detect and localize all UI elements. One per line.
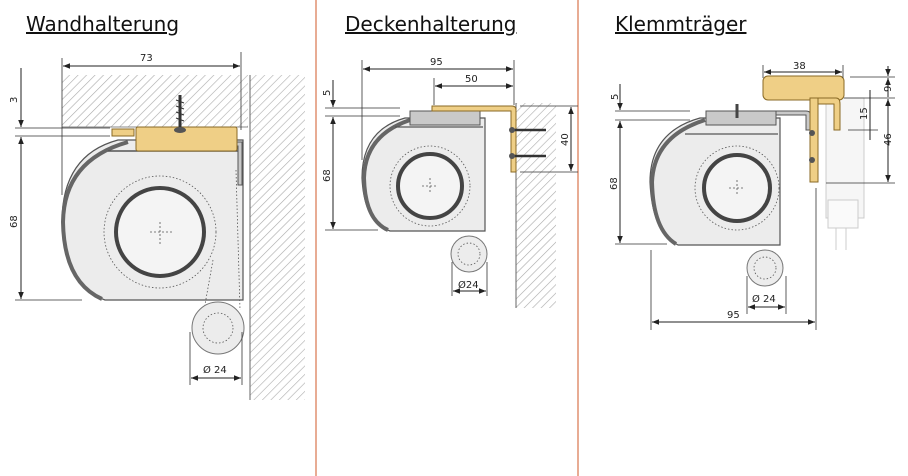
dimension-label-top: 9: [883, 86, 894, 92]
dimension-label-width: 95: [727, 310, 740, 321]
dimension-label-height: 68: [9, 215, 20, 228]
dimension-label-clamp: 38: [793, 61, 806, 72]
cassette-shell: [60, 140, 129, 301]
panel-clamp-bracket: Klemmträger 38 9 15 46 5: [609, 12, 895, 330]
dimension-label-width: 95: [430, 57, 443, 68]
ceiling-hatch: [62, 75, 248, 127]
small-tube: [746, 249, 784, 287]
dimension-label-gap: 5: [610, 94, 621, 100]
dimension-label-height: 68: [609, 177, 620, 190]
panel-ceiling-mount: Deckenhalterung 95 50 5 68 40: [322, 12, 578, 308]
dimension-label-bracket-height: 40: [560, 133, 571, 146]
wall-bracket: [135, 126, 238, 152]
wall-hatch: [250, 75, 305, 400]
dimension-label-width: 73: [140, 53, 153, 64]
clamp-bracket: [762, 75, 845, 101]
panel-title: Wandhalterung: [26, 12, 179, 36]
window-frame: [825, 97, 865, 219]
dimension-label-bracket: 50: [465, 74, 478, 85]
dimension-label-gap: 3: [9, 97, 20, 103]
panel-title: Deckenhalterung: [345, 12, 516, 36]
small-tube: [191, 301, 245, 355]
mounting-plate: [705, 110, 777, 126]
dimension-label-tube: Ø24: [458, 279, 479, 291]
dimension-label-gap: 5: [322, 90, 333, 96]
dimension-label-tube: Ø 24: [203, 364, 227, 376]
panel-title: Klemmträger: [615, 12, 747, 36]
panel-wall-mount: Wandhalterung 73 3 68 Ø 24: [9, 12, 305, 400]
dimension-label-depth: 46: [883, 133, 894, 146]
screw-icon: [174, 95, 186, 133]
dimension-label-mid: 15: [859, 107, 870, 120]
dimension-label-tube: Ø 24: [752, 293, 776, 305]
dimension-label-height: 68: [322, 169, 333, 182]
mounting-plate: [409, 110, 481, 126]
wall-hatch: [516, 103, 556, 308]
ceiling-bracket: [431, 105, 517, 173]
small-tube: [450, 235, 488, 273]
screw-icon: [509, 127, 546, 159]
